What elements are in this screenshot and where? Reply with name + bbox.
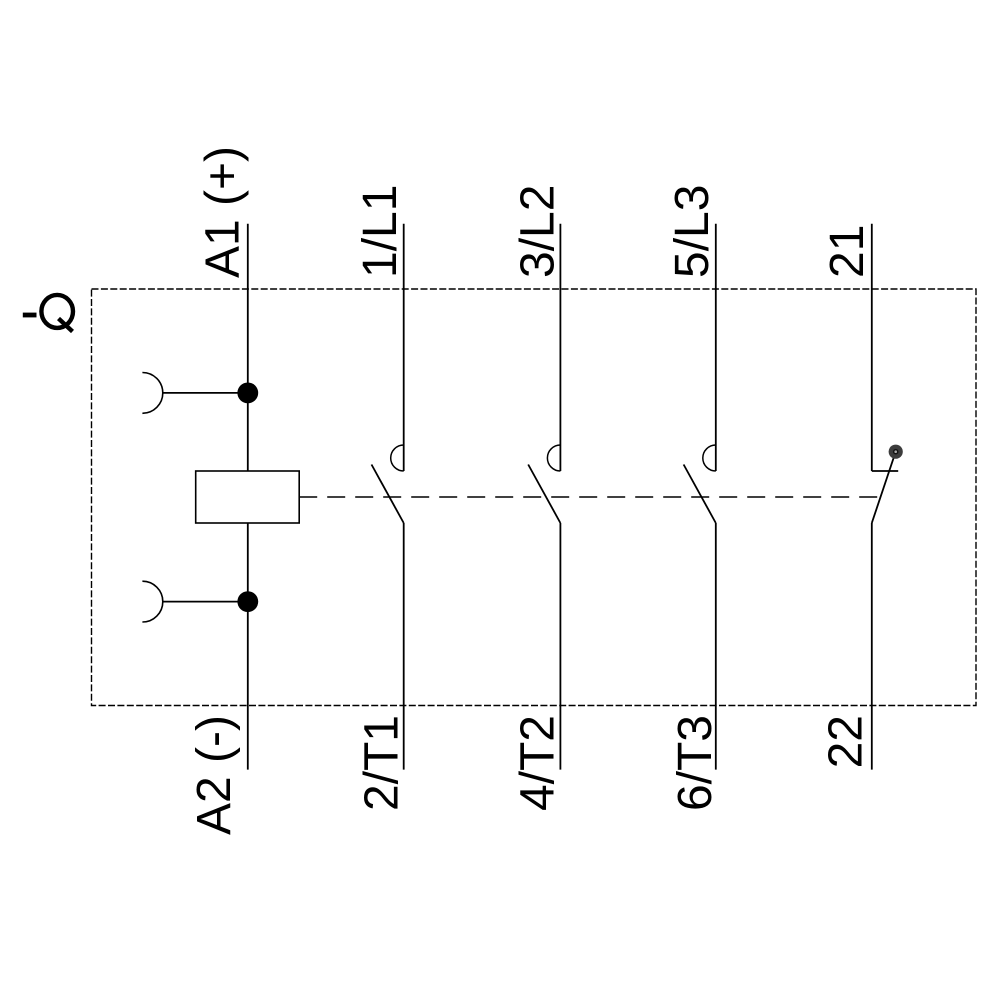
- svg-text:1/L1: 1/L1: [354, 185, 407, 278]
- svg-text:5/L3: 5/L3: [666, 185, 719, 278]
- svg-text:A1 (+): A1 (+): [196, 146, 249, 278]
- svg-text:21: 21: [821, 225, 874, 278]
- svg-text:A2 (-): A2 (-): [188, 715, 241, 835]
- svg-text:3/L2: 3/L2: [511, 185, 564, 278]
- svg-text:4/T2: 4/T2: [511, 715, 564, 811]
- svg-text:2/T1: 2/T1: [355, 715, 408, 811]
- svg-text:6/T3: 6/T3: [669, 715, 722, 811]
- svg-text:22: 22: [820, 715, 873, 768]
